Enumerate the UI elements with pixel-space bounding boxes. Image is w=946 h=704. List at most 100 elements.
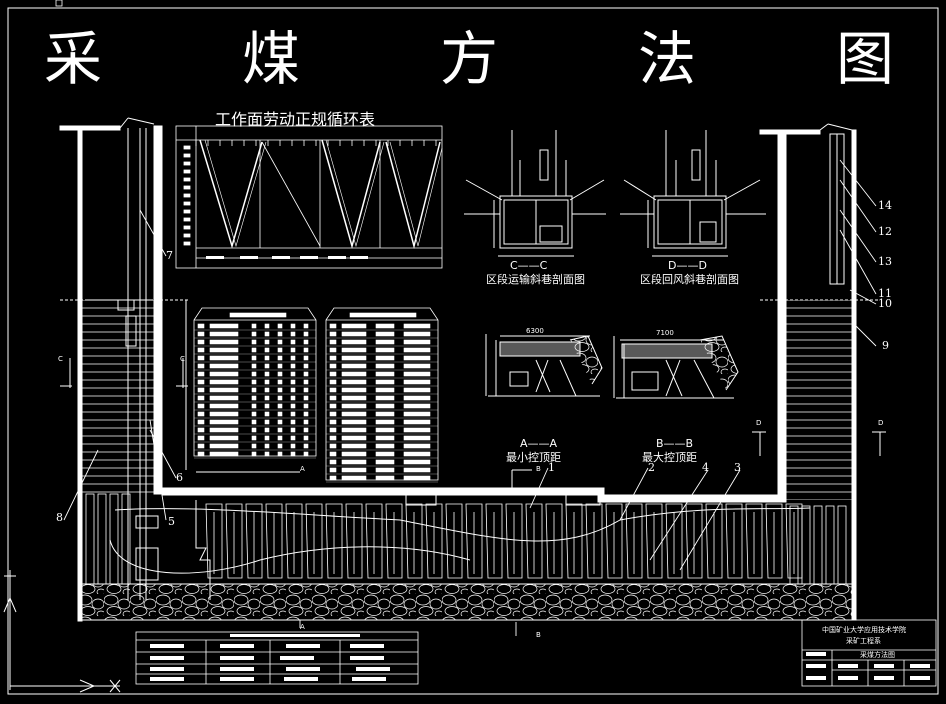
section-dd-drawing xyxy=(620,130,766,257)
legend-swatch xyxy=(350,256,368,259)
hydraulic-support xyxy=(565,503,583,579)
section-dd-caption: 区段回风斜巷剖面图 xyxy=(640,273,739,286)
section-letter-d-left: D xyxy=(756,419,762,427)
legend-swatch xyxy=(272,256,290,259)
end-support xyxy=(85,493,95,585)
callout-1: 1 xyxy=(548,461,555,474)
section-letter-c-left: C xyxy=(58,355,63,363)
title-char-4: 法 xyxy=(638,25,697,93)
title-block-dept: 采矿工程系 xyxy=(846,637,881,645)
end-support xyxy=(801,505,811,585)
hydraulic-support xyxy=(645,503,663,579)
hydraulic-support xyxy=(345,503,363,579)
drawing-border xyxy=(7,7,939,695)
callout-9: 9 xyxy=(882,339,889,352)
hydraulic-support xyxy=(305,503,323,579)
labor-table-2 xyxy=(325,307,439,481)
section-bb-drawing xyxy=(613,335,739,399)
legend-swatch xyxy=(300,256,318,259)
hydraulic-support xyxy=(705,503,723,579)
legend-swatch xyxy=(206,256,224,259)
section-cc-caption: 区段运输斜巷剖面图 xyxy=(486,273,585,286)
hydraulic-support xyxy=(485,503,503,579)
callout-4: 4 xyxy=(702,461,709,474)
section-letter-b-bottom: B xyxy=(536,631,541,639)
title-block-drawing: 采煤方法图 xyxy=(860,651,895,659)
callout-6: 6 xyxy=(176,471,183,484)
end-support xyxy=(109,493,119,585)
section-aa-caption: 最小控顶距 xyxy=(506,451,561,464)
hydraulic-support xyxy=(425,503,443,579)
hydraulic-support xyxy=(325,503,343,579)
goaf-rubble xyxy=(79,583,857,621)
right-roadway xyxy=(752,123,886,621)
title-block-school: 中国矿业大学应用技术学院 xyxy=(822,626,906,634)
callout-3: 3 xyxy=(734,461,741,474)
hydraulic-support xyxy=(545,503,563,579)
legend-swatch xyxy=(240,256,258,259)
hydraulic-support xyxy=(225,503,243,579)
hydraulic-support xyxy=(205,503,223,579)
face-roof-line xyxy=(161,469,785,506)
callout-13: 13 xyxy=(878,255,892,268)
hydraulic-support xyxy=(465,503,483,579)
hydraulic-support xyxy=(525,503,543,579)
cycle-table xyxy=(175,125,443,269)
hydraulic-support xyxy=(265,503,283,579)
end-support xyxy=(97,493,107,585)
title-block xyxy=(801,619,937,687)
section-letter-d-right: D xyxy=(878,419,884,427)
section-aa-dimension: 6300 xyxy=(526,327,544,335)
hydraulic-support xyxy=(725,503,743,579)
hydraulic-support xyxy=(765,503,783,579)
labor-table-1 xyxy=(193,307,317,457)
leader-lines xyxy=(63,159,877,636)
hydraulic-support xyxy=(685,503,703,579)
hydraulic-support xyxy=(285,503,303,579)
hydraulic-support xyxy=(365,503,383,579)
section-dd-mark: D——D xyxy=(668,259,707,272)
section-cc-drawing xyxy=(464,130,606,257)
hydraulic-support xyxy=(745,503,763,579)
title-char-2: 煤 xyxy=(242,25,301,93)
callout-8: 8 xyxy=(56,511,63,524)
title-char-5: 图 xyxy=(836,25,895,93)
legend-swatch xyxy=(328,256,346,259)
section-letter-c-right: C xyxy=(180,355,185,363)
callout-10: 10 xyxy=(878,297,892,310)
hydraulic-support xyxy=(385,503,403,579)
section-bb-mark: B——B xyxy=(656,437,694,450)
hydraulic-support xyxy=(605,503,623,579)
section-aa-mark: A——A xyxy=(520,437,558,450)
conveyor-outline xyxy=(114,507,811,542)
hydraulic-support xyxy=(445,503,463,579)
callout-14: 14 xyxy=(878,199,892,212)
title-char-3: 方 xyxy=(440,25,499,93)
callout-5: 5 xyxy=(168,515,175,528)
section-cc-mark: C——C xyxy=(510,259,548,272)
hydraulic-support xyxy=(625,503,643,579)
section-letter-a-top: A xyxy=(300,465,305,473)
hydraulic-support xyxy=(505,503,523,579)
callout-2: 2 xyxy=(648,461,655,474)
section-aa-drawing xyxy=(485,334,603,397)
cycle-table-title: 工作面劳动正规循环表 xyxy=(215,110,376,129)
hydraulic-support xyxy=(245,503,263,579)
callout-7: 7 xyxy=(166,249,173,262)
end-support xyxy=(813,505,823,585)
section-letter-a-bottom: A xyxy=(300,623,305,631)
title-char-1: 采 xyxy=(44,25,103,93)
section-bb-dimension: 7100 xyxy=(656,329,674,337)
material-table xyxy=(135,631,419,685)
ucs-icon xyxy=(3,570,121,693)
end-support xyxy=(121,493,131,585)
hydraulic-support xyxy=(665,503,683,579)
section-letter-b-top: B xyxy=(536,465,541,473)
support-row xyxy=(85,493,847,585)
end-support xyxy=(837,505,847,585)
hydraulic-support xyxy=(405,503,423,579)
end-support xyxy=(825,505,835,585)
section-bb-caption: 最大控顶距 xyxy=(642,451,697,464)
callout-11: 11 xyxy=(878,287,892,300)
